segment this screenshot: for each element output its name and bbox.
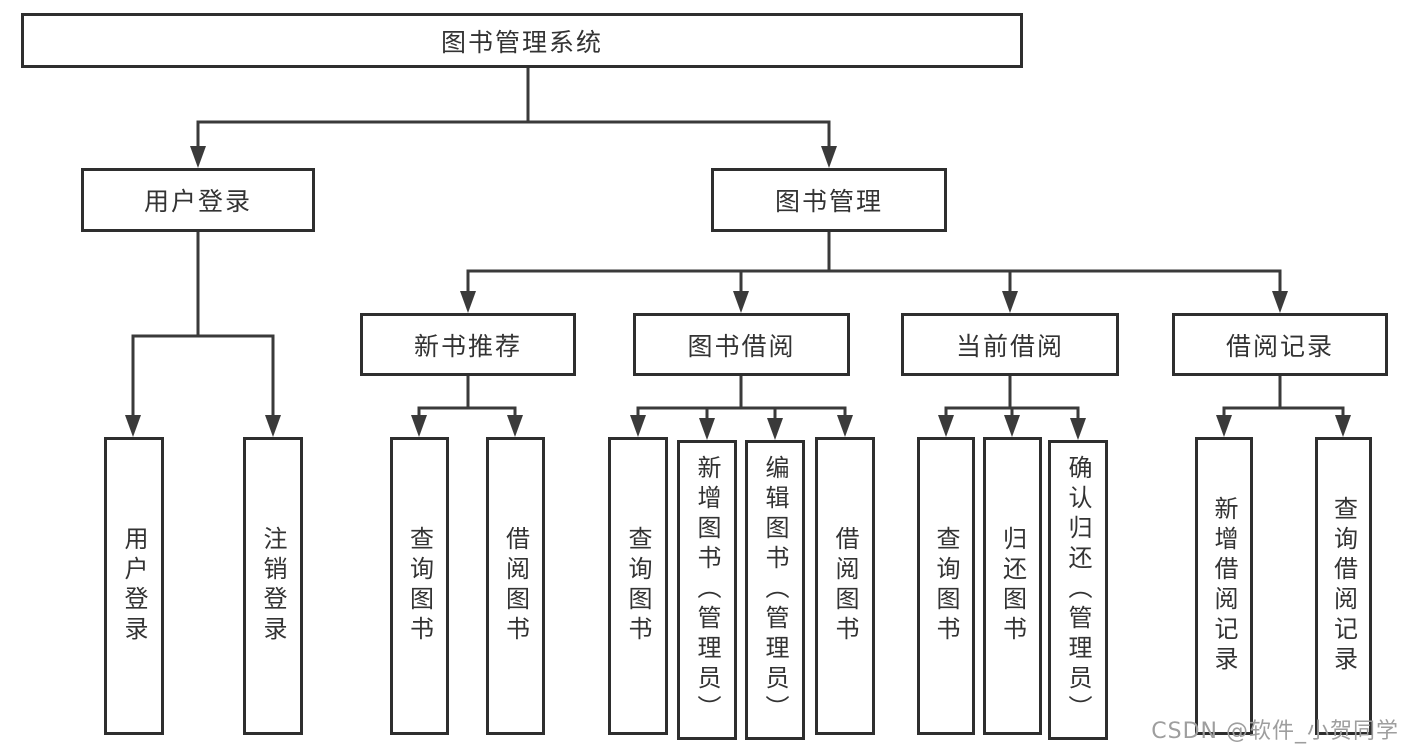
arrowhead	[125, 415, 141, 437]
arrowhead	[821, 146, 837, 168]
arrowhead	[460, 291, 476, 313]
leaf-return-books: 归还图书	[983, 437, 1042, 735]
node-book-borrow: 图书借阅	[633, 313, 850, 376]
arrowhead	[190, 146, 206, 168]
arrowhead	[1272, 291, 1288, 313]
arrowhead	[767, 418, 783, 440]
arrowhead	[1002, 291, 1018, 313]
leaf-borrow-books: 借阅图书	[486, 437, 545, 735]
arrowhead	[507, 415, 523, 437]
arrowhead	[837, 415, 853, 437]
leaf-logout: 注销登录	[243, 437, 303, 735]
arrowhead	[1335, 415, 1351, 437]
arrowhead	[411, 415, 427, 437]
node-root-system: 图书管理系统	[21, 13, 1023, 68]
arrowhead	[938, 415, 954, 437]
node-current-borrow: 当前借阅	[901, 313, 1119, 376]
arrowhead	[699, 418, 715, 440]
node-borrow-records: 借阅记录	[1172, 313, 1388, 376]
leaf-edit-books-admin: 编辑图书（管理员）	[745, 440, 805, 740]
arrowhead	[1070, 418, 1086, 440]
leaf-query-borrow-record: 查询借阅记录	[1315, 437, 1372, 735]
node-new-book-recommend: 新书推荐	[360, 313, 576, 376]
node-book-management: 图书管理	[711, 168, 947, 232]
leaf-add-books-admin: 新增图书（管理员）	[677, 440, 737, 740]
arrowhead	[1216, 415, 1232, 437]
node-user-login: 用户登录	[81, 168, 315, 232]
csdn-watermark: CSDN @软件_小贺同学	[1151, 719, 1399, 744]
arrowhead	[630, 415, 646, 437]
leaf-query-books: 查询图书	[917, 437, 975, 735]
arrowhead	[1004, 415, 1020, 437]
leaf-user-login: 用户登录	[104, 437, 164, 735]
leaf-add-borrow-record: 新增借阅记录	[1195, 437, 1253, 735]
leaf-confirm-return-admin: 确认归还（管理员）	[1048, 440, 1108, 740]
leaf-query-books: 查询图书	[390, 437, 449, 735]
arrowhead	[733, 291, 749, 313]
arrowhead	[265, 415, 281, 437]
leaf-query-books: 查询图书	[608, 437, 668, 735]
leaf-borrow-books: 借阅图书	[815, 437, 875, 735]
